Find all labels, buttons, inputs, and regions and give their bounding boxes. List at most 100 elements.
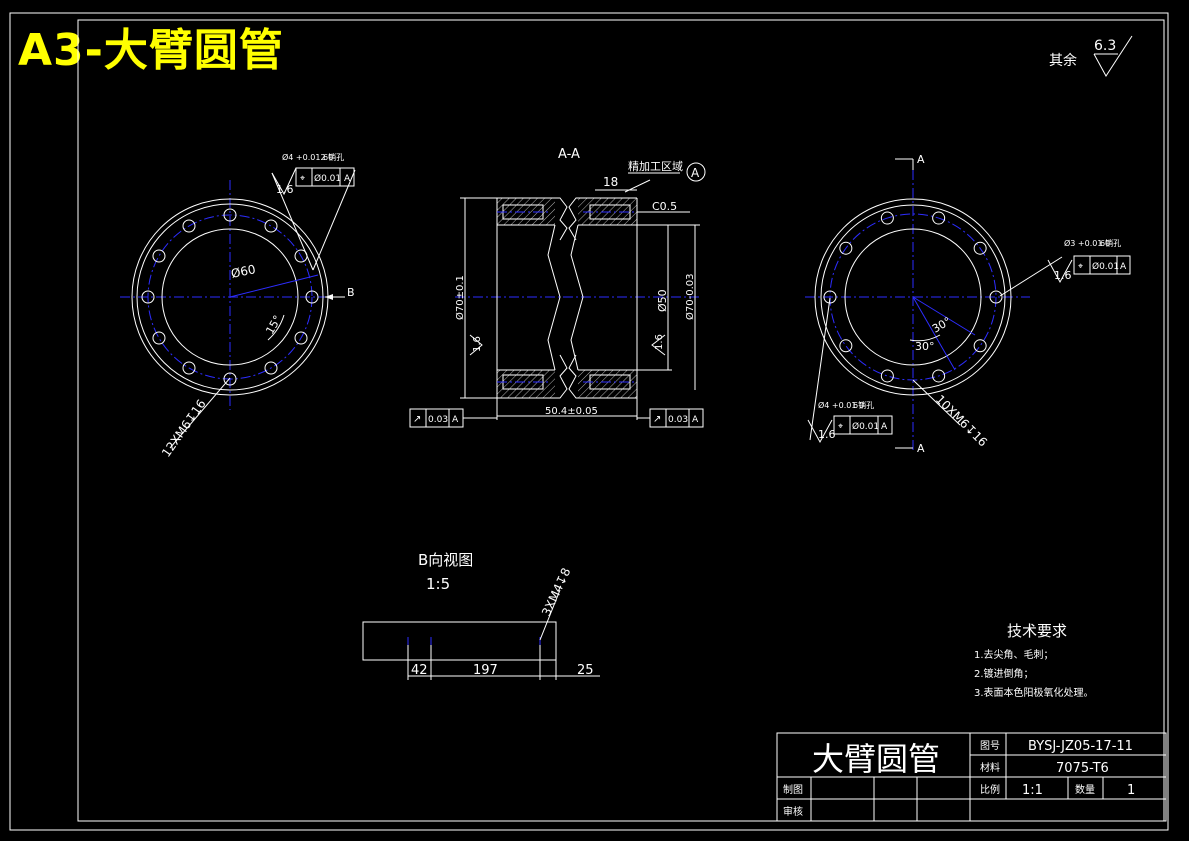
- dim-length: 50.4±0.05: [545, 406, 598, 417]
- bore-circle: [161, 228, 299, 366]
- view-arrow-b: B: [347, 286, 355, 299]
- bolt-hole: [839, 241, 853, 255]
- rv-pin-callout-top: Ø3 +0.01 0: [1064, 238, 1110, 248]
- outer-border: [9, 12, 1169, 831]
- b-dim-42: 42: [411, 663, 428, 678]
- runout-left-value: 0.03: [428, 415, 448, 425]
- section-roughness-right: 1.6: [654, 334, 665, 350]
- dim-inner: Ø50: [656, 289, 669, 312]
- rv-holes-callout: 10XM6↧16: [933, 392, 990, 449]
- bolt-hole: [264, 219, 278, 233]
- front-view: Ø60 15° 12XM6↧16 B Ø4 +0.012 0 6销孔 ⌖ Ø0.…: [120, 152, 356, 460]
- bolt-hole: [973, 241, 987, 255]
- rv-pos-value-bottom: Ø0.01: [852, 421, 879, 432]
- roughness-note: 其余 6.3: [1049, 35, 1133, 77]
- tech-req-item-1: 1.去尖角、毛刺；: [974, 648, 1054, 661]
- runout-right-symbol: ↗: [653, 414, 661, 425]
- bolt-hole: [264, 361, 278, 375]
- tech-req-item-3: 3.表面本色阳极氧化处理。: [974, 686, 1094, 699]
- part-name: 大臂圆管: [812, 740, 940, 778]
- bolt-hole: [152, 249, 166, 263]
- b-dim-197: 197: [473, 663, 498, 678]
- rv-roughness-bottom: 1.6: [818, 428, 836, 441]
- chamfer-note: C0.5: [652, 200, 677, 213]
- bolt-hole: [182, 219, 196, 233]
- angle-1: 30°: [915, 340, 935, 353]
- section-title: A-A: [558, 147, 580, 162]
- rv-pos-datum-top: A: [1120, 262, 1127, 272]
- dim-outer-left: Ø70±0.1: [454, 275, 466, 320]
- qty-value: 1: [1127, 783, 1135, 798]
- bolt-hole: [839, 339, 853, 353]
- rv-pos-symbol-bottom: ⌖: [838, 422, 843, 432]
- drawing-title: A3-大臂圆管: [18, 25, 284, 76]
- tech-requirements: 技术要求 1.去尖角、毛刺； 2.镀进倒角； 3.表面本色阳极氧化处理。: [974, 622, 1094, 699]
- drawing-no-label: 图号: [980, 740, 1000, 752]
- pin-hole-note: 6销孔: [323, 152, 344, 162]
- rv-roughness-top: 1.6: [1054, 269, 1072, 282]
- bolt-circle: [147, 214, 313, 380]
- holes-callout: 12XM6↧16: [159, 397, 209, 460]
- rv-outer-circle: [814, 198, 1012, 396]
- runout-left-datum: A: [452, 415, 459, 425]
- position-value: Ø0.01: [314, 173, 341, 184]
- bolt-hole: [223, 372, 237, 386]
- bolt-hole: [880, 211, 894, 225]
- rv-pos-symbol-top: ⌖: [1078, 262, 1083, 272]
- dim-18: 18: [603, 175, 618, 189]
- title-block: 大臂圆管 图号 BYSJ-JZ05-17-11 材料 7075-T6 比例 1:…: [776, 732, 1167, 822]
- bolt-hole: [989, 290, 1003, 304]
- material-value: 7075-T6: [1056, 761, 1109, 776]
- finish-area-note: 精加工区域: [628, 160, 683, 173]
- tech-req-title: 技术要求: [1007, 622, 1067, 640]
- dim-outer-right: Ø70-0.03: [684, 274, 696, 320]
- front-roughness: 1.6: [276, 183, 294, 196]
- angle-dimension: 15°: [263, 313, 284, 336]
- section-roughness-left: 1.6: [472, 336, 483, 352]
- drawn-label: 制图: [783, 783, 803, 796]
- bolt-hole: [305, 290, 319, 304]
- rv-pin-callout-bottom: Ø4 +0.01 0: [818, 400, 864, 410]
- section-view: A-A 精加工区域 A 18: [409, 147, 706, 428]
- checked-label: 审核: [783, 805, 803, 818]
- bolt-hole: [973, 339, 987, 353]
- bolt-hole: [223, 208, 237, 222]
- roughness-note-value: 6.3: [1094, 38, 1116, 54]
- b-view-title: B向视图: [418, 551, 473, 569]
- bolt-hole: [932, 211, 946, 225]
- right-view: A A 30° 30° 10XM6↧16 Ø3 +0.01 0 6销孔 ⌖ Ø0…: [805, 153, 1131, 455]
- datum-circle-a: A: [691, 166, 700, 180]
- b-view-holes: 3XM4↧8: [539, 566, 573, 619]
- bolt-holes: [141, 208, 319, 386]
- bolt-hole: [152, 331, 166, 345]
- qty-label: 数量: [1075, 783, 1095, 796]
- scale-label: 比例: [980, 783, 1000, 796]
- b-view: B向视图 1:5 3XM4↧8 42 197 25: [362, 551, 600, 680]
- runout-right-datum: A: [692, 415, 699, 425]
- rv-pin-note-bottom: 6销孔: [853, 400, 874, 410]
- material-label: 材料: [980, 761, 1000, 774]
- inner-border: [77, 19, 1165, 822]
- pcd-dimension: Ø60: [230, 262, 257, 281]
- bolt-hole: [182, 361, 196, 375]
- b-dim-25: 25: [577, 663, 594, 678]
- runout-right-value: 0.03: [668, 415, 688, 425]
- bolt-hole: [294, 331, 308, 345]
- rv-pos-datum-bottom: A: [881, 422, 888, 432]
- rv-pos-value-top: Ø0.01: [1092, 261, 1119, 272]
- bolt-hole: [880, 369, 894, 383]
- position-symbol: ⌖: [300, 174, 305, 184]
- b-view-scale: 1:5: [426, 575, 450, 593]
- pin-hole-callout: Ø4 +0.012 0: [282, 152, 333, 162]
- tech-req-item-2: 2.镀进倒角；: [974, 667, 1034, 680]
- bolt-hole: [141, 290, 155, 304]
- bolt-hole: [823, 290, 837, 304]
- scale-value: 1:1: [1022, 783, 1043, 798]
- section-marker-bottom: A: [917, 442, 925, 455]
- roughness-note-label: 其余: [1049, 52, 1077, 69]
- runout-left-symbol: ↗: [413, 414, 421, 425]
- section-marker-top: A: [917, 153, 925, 166]
- rv-pin-note-top: 6销孔: [1100, 238, 1121, 248]
- position-datum: A: [344, 174, 351, 184]
